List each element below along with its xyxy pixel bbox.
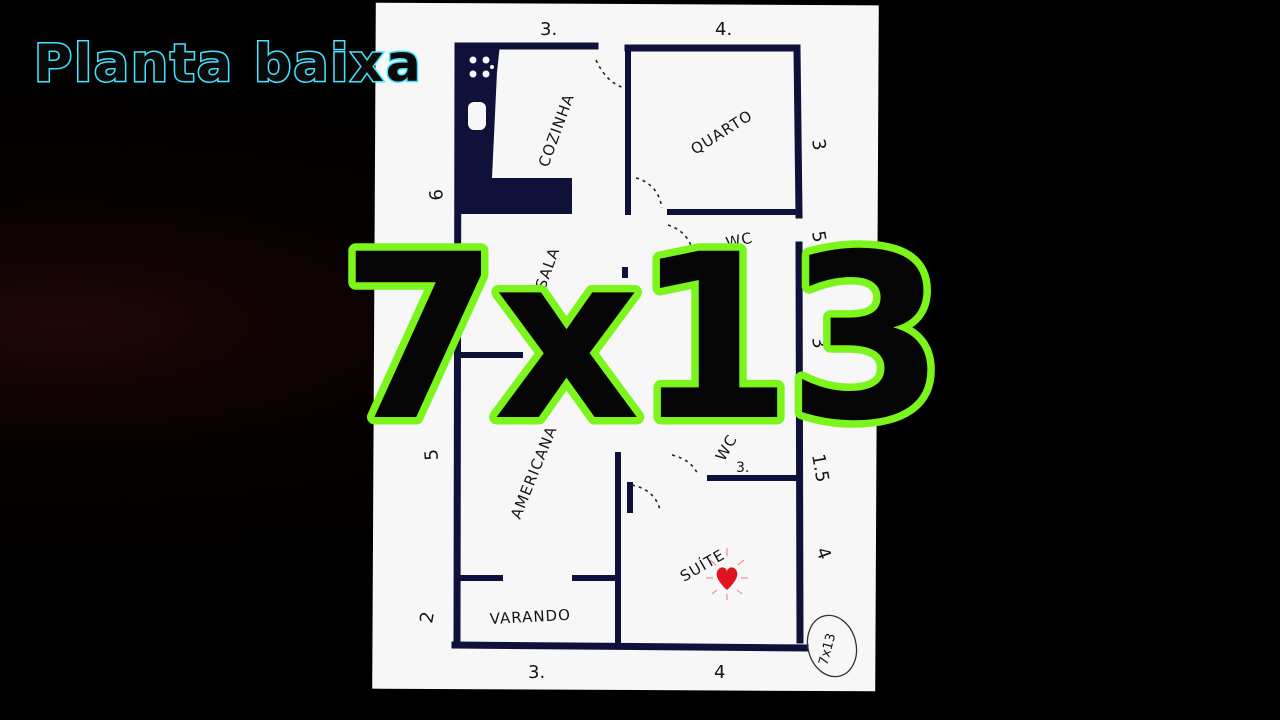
signature-stamp: 7x13 — [806, 614, 858, 678]
stove-burners — [469, 56, 494, 78]
room-label-cozinha: COZINHA — [535, 91, 578, 169]
dim-top-right: 4. — [715, 19, 732, 40]
video-title: Planta baixa — [33, 33, 423, 96]
dim-left-2: 5 — [421, 448, 443, 461]
dim-right-1: 3 — [807, 137, 830, 152]
signature-text: 7x13 — [816, 632, 839, 667]
dim-inner: 3. — [736, 460, 749, 476]
interior-walls — [457, 45, 801, 645]
outer-walls — [451, 42, 809, 652]
room-label-quarto: QUARTO — [688, 106, 756, 158]
dim-left-1: 6 — [426, 188, 448, 201]
dim-bottom-right: 4 — [714, 662, 725, 683]
dimension-headline: 7x13 — [333, 198, 953, 476]
heart-icon — [706, 548, 748, 600]
dim-right-3: 3 — [807, 335, 830, 350]
room-label-varanda: VARANDO — [489, 606, 571, 628]
room-label-wc: WC — [724, 229, 754, 252]
dim-right-4: 1.5 — [807, 452, 833, 484]
dim-right-2: 5 — [807, 229, 830, 244]
headline-text: 7x13 — [341, 205, 940, 471]
door-swings — [595, 59, 699, 511]
kitchen-counter — [458, 44, 572, 214]
dim-top-left: 3. — [540, 19, 557, 40]
dim-right-5: 4 — [811, 545, 835, 563]
dim-left-3: 2 — [416, 610, 439, 625]
dim-bottom-left: 3. — [528, 662, 545, 683]
sink-icon — [468, 102, 486, 130]
